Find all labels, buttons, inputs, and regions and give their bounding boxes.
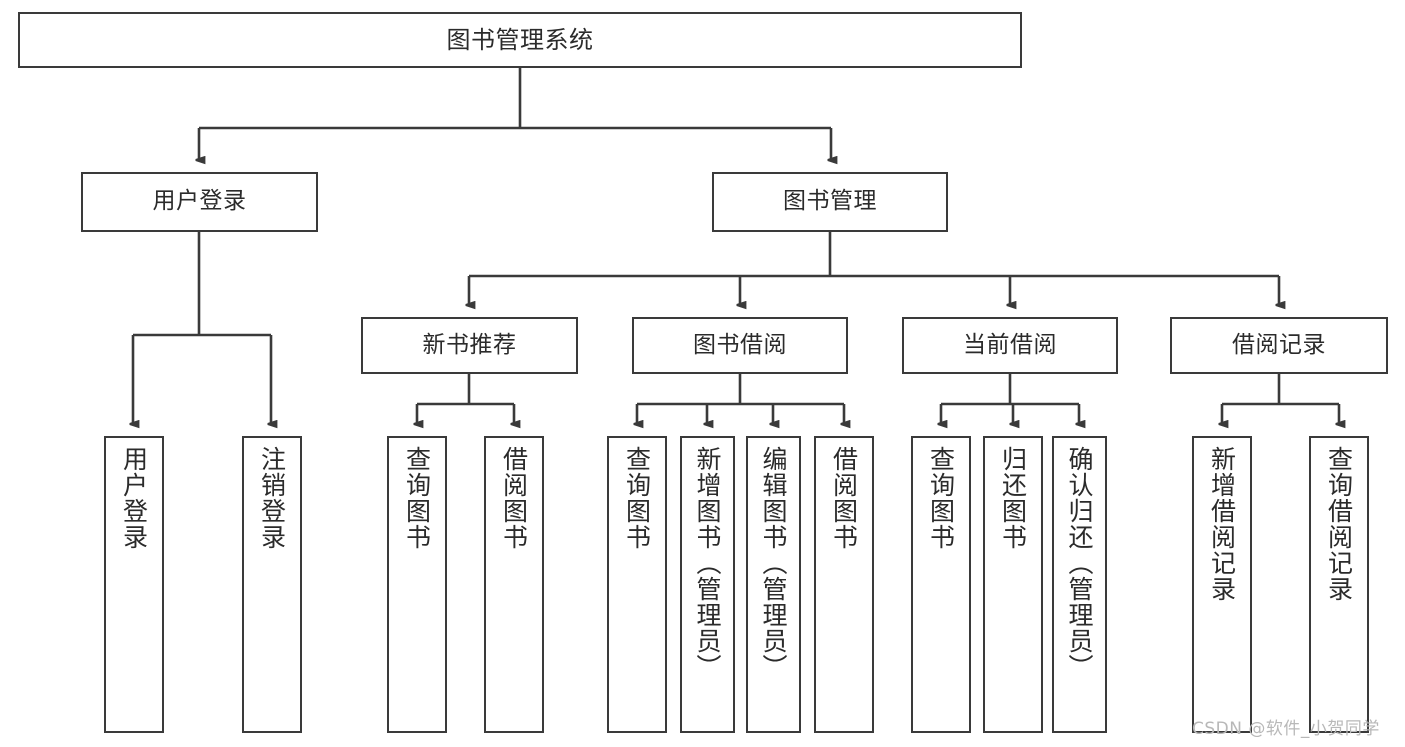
leaf-query-book-current[interactable]: 查询图书 <box>911 436 971 733</box>
leaf-query-borrow-record[interactable]: 查询借阅记录 <box>1309 436 1369 733</box>
node-book-borrow[interactable]: 图书借阅 <box>632 317 848 374</box>
leaf-edit-book-admin[interactable]: 编辑图书（管理员） <box>746 436 801 733</box>
node-new-book-recommend-label: 新书推荐 <box>422 331 517 358</box>
node-user-login[interactable]: 用户登录 <box>81 172 318 232</box>
leaf-return-book[interactable]: 归还图书 <box>983 436 1043 733</box>
leaf-return-book-label: 归还图书 <box>998 446 1028 550</box>
leaf-logout-label: 注销登录 <box>257 446 287 550</box>
leaf-user-login[interactable]: 用户登录 <box>104 436 164 733</box>
node-book-management-label: 图书管理 <box>783 188 877 215</box>
leaf-query-borrow-record-label: 查询借阅记录 <box>1324 446 1354 602</box>
leaf-add-borrow-record[interactable]: 新增借阅记录 <box>1192 436 1252 733</box>
leaf-confirm-return-admin[interactable]: 确认归还（管理员） <box>1052 436 1107 733</box>
leaf-borrow-book-recommend-label: 借阅图书 <box>499 446 529 550</box>
leaf-query-book-current-label: 查询图书 <box>926 446 956 550</box>
leaf-query-book-borrow[interactable]: 查询图书 <box>607 436 667 733</box>
leaf-add-borrow-record-label: 新增借阅记录 <box>1207 446 1237 602</box>
node-borrow-record-label: 借阅记录 <box>1232 331 1326 358</box>
node-current-borrow-label: 当前借阅 <box>963 331 1057 358</box>
leaf-query-book-borrow-label: 查询图书 <box>622 446 652 550</box>
leaf-query-book-recommend-label: 查询图书 <box>402 446 432 550</box>
node-book-borrow-label: 图书借阅 <box>693 331 787 358</box>
node-root[interactable]: 图书管理系统 <box>18 12 1022 68</box>
leaf-user-login-label: 用户登录 <box>119 446 149 550</box>
leaf-add-book-admin-label: 新增图书（管理员） <box>693 446 722 680</box>
leaf-borrow-book[interactable]: 借阅图书 <box>814 436 874 733</box>
node-current-borrow[interactable]: 当前借阅 <box>902 317 1118 374</box>
leaf-confirm-return-admin-label: 确认归还（管理员） <box>1065 446 1094 680</box>
csdn-watermark: CSDN @软件_小贺同学 <box>1192 719 1380 739</box>
node-book-management[interactable]: 图书管理 <box>712 172 948 232</box>
node-root-label: 图书管理系统 <box>446 25 594 54</box>
leaf-logout[interactable]: 注销登录 <box>242 436 302 733</box>
leaf-borrow-book-recommend[interactable]: 借阅图书 <box>484 436 544 733</box>
leaf-query-book-recommend[interactable]: 查询图书 <box>387 436 447 733</box>
leaf-add-book-admin[interactable]: 新增图书（管理员） <box>680 436 735 733</box>
node-new-book-recommend[interactable]: 新书推荐 <box>361 317 578 374</box>
leaf-borrow-book-label: 借阅图书 <box>829 446 859 550</box>
leaf-edit-book-admin-label: 编辑图书（管理员） <box>759 446 788 680</box>
node-borrow-record[interactable]: 借阅记录 <box>1170 317 1388 374</box>
node-user-login-label: 用户登录 <box>152 188 247 215</box>
